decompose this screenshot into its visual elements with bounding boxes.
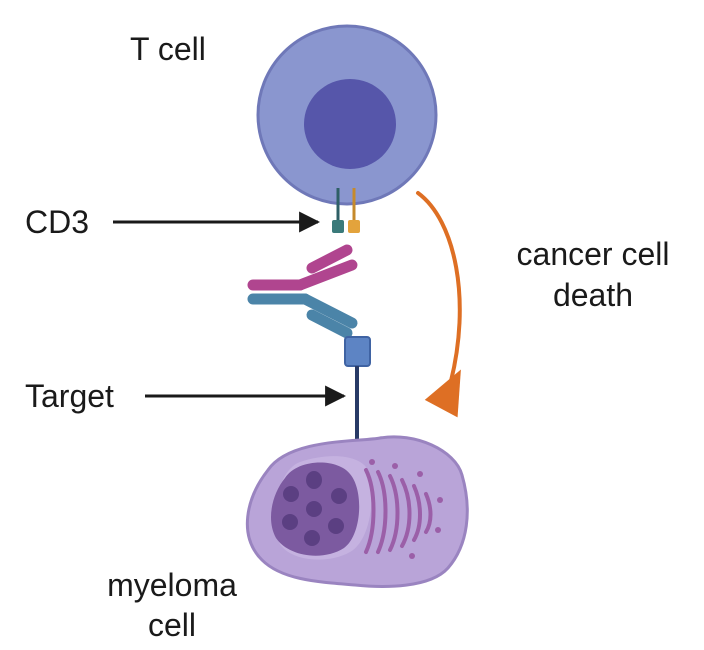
- cd3-receptor-icon: [332, 188, 360, 233]
- bispecific-antibody-icon: [247, 244, 358, 339]
- myeloma-cell-icon: [245, 435, 469, 588]
- t-cell-icon: [256, 24, 438, 206]
- cell-death-arrow: [416, 191, 462, 418]
- t-cell-label: T cell: [130, 31, 206, 67]
- outcome-label-line2: death: [553, 277, 633, 313]
- target-label: Target: [25, 378, 114, 414]
- cd3-label: CD3: [25, 204, 89, 240]
- outcome-label-line1: cancer cell: [517, 236, 670, 272]
- myeloma-label-line1: myeloma: [107, 567, 237, 603]
- target-antigen-icon: [344, 336, 371, 448]
- myeloma-label-line2: cell: [148, 607, 196, 643]
